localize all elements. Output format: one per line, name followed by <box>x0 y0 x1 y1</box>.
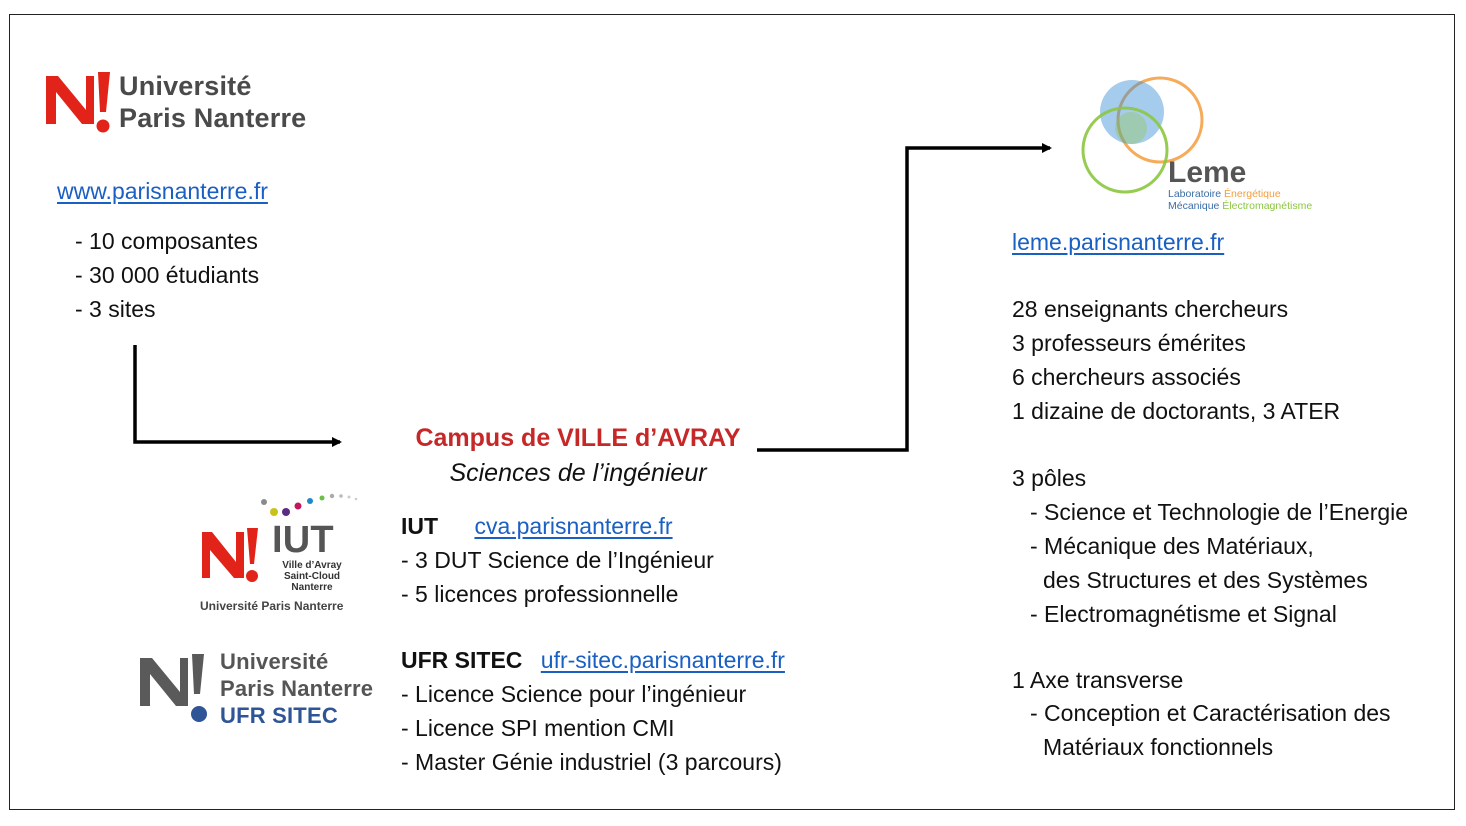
sitec-logo-line: Université <box>220 649 329 674</box>
leme-logo: Leme Laboratoire Énergétique Mécanique É… <box>1075 72 1335 217</box>
sitec-header: UFR SITEC ufr-sitec.parisnanterre.fr <box>401 643 785 677</box>
sitec-items: - Licence Science pour l’ingénieur - Lic… <box>401 677 782 779</box>
leme-pole: - Electromagnétisme et Signal <box>1030 601 1337 627</box>
campus-subtitle: Sciences de l’ingénieur <box>449 459 707 487</box>
campus-title: Campus de VILLE d’AVRAY <box>415 424 741 452</box>
iut-header: IUT cva.parisnanterre.fr <box>401 509 673 543</box>
iut-item: - 3 DUT Science de l’Ingénieur <box>401 547 714 573</box>
iut-items: - 3 DUT Science de l’Ingénieur - 5 licen… <box>401 543 714 611</box>
slide-frame <box>9 14 1455 810</box>
upn-fact: - 10 composantes <box>75 228 258 254</box>
sitec-dot-icon <box>191 706 207 722</box>
leme-staff: 28 enseignants chercheurs 3 professeurs … <box>1012 292 1340 428</box>
iut-url[interactable]: cva.parisnanterre.fr <box>474 513 673 539</box>
upn-fact: - 3 sites <box>75 296 156 322</box>
leme-logo-sub: Laboratoire <box>1168 188 1222 200</box>
iut-logo-mark: IUT <box>272 519 334 561</box>
sitec-url[interactable]: ufr-sitec.parisnanterre.fr <box>540 647 785 673</box>
iut-logo-caption: Université Paris Nanterre <box>200 599 344 613</box>
sitec-label: UFR SITEC <box>401 647 523 673</box>
upn-logo: Université Paris Nanterre <box>44 68 364 148</box>
leme-logo-name: Leme <box>1168 156 1247 189</box>
leme-poles: - Science et Technologie de l’Energie - … <box>1030 495 1408 631</box>
arrow-upn-to-campus <box>133 345 342 447</box>
iut-label: IUT <box>401 513 439 539</box>
sitec-logo: Université Paris Nanterre UFR SITEC <box>138 648 388 728</box>
sitec-item: - Licence SPI mention CMI <box>401 715 675 741</box>
leme-pole: - Science et Technologie de l’Energie <box>1030 499 1409 525</box>
leme-link[interactable]: leme.parisnanterre.fr <box>1012 225 1224 259</box>
arrow-campus-to-leme <box>757 143 1052 452</box>
sitec-logo-line: UFR SITEC <box>220 703 338 728</box>
leme-pole: - Mécanique des Matériaux, <box>1030 533 1314 559</box>
leme-url[interactable]: leme.parisnanterre.fr <box>1012 229 1225 255</box>
iut-logo-line: Ville d’Avray <box>282 560 342 571</box>
upn-link[interactable]: www.parisnanterre.fr <box>57 174 268 208</box>
iut-mark-icon <box>202 528 258 582</box>
sitec-mark-icon <box>140 654 204 706</box>
leme-pole: des Structures et des Systèmes <box>1043 567 1368 593</box>
leme-axe: - Conception et Caractérisation des Maté… <box>1030 696 1391 764</box>
leme-staff-item: 3 professeurs émérites <box>1012 330 1246 356</box>
leme-axe-item: - Conception et Caractérisation des <box>1030 700 1391 726</box>
leme-poles-title: 3 pôles <box>1012 465 1087 491</box>
upn-mark-icon <box>46 72 110 133</box>
leme-staff-item: 6 chercheurs associés <box>1012 364 1241 390</box>
leme-logo-sub: Mécanique <box>1168 200 1220 212</box>
upn-logo-line-1: Université <box>119 71 252 101</box>
sitec-logo-line: Paris Nanterre <box>220 676 374 701</box>
sitec-item: - Master Génie industriel (3 parcours) <box>401 749 782 775</box>
iut-logo-line: Saint-Cloud <box>283 571 341 582</box>
iut-logo: IUT Ville d’Avray Saint-Cloud Nanterre U… <box>196 492 376 617</box>
leme-staff-item: 28 enseignants chercheurs <box>1012 296 1289 322</box>
upn-fact: - 30 000 étudiants <box>75 262 260 288</box>
leme-staff-item: 1 dizaine de doctorants, 3 ATER <box>1012 398 1341 424</box>
iut-item: - 5 licences professionnelle <box>401 581 679 607</box>
upn-facts: - 10 composantes - 30 000 étudiants - 3 … <box>75 224 259 326</box>
leme-axe-item: Matériaux fonctionnels <box>1043 734 1274 760</box>
iut-dots-icon <box>261 493 358 516</box>
leme-circles-icon <box>1081 76 1204 194</box>
upn-url[interactable]: www.parisnanterre.fr <box>57 178 268 204</box>
leme-logo-sub: Énergétique <box>1224 188 1281 200</box>
sitec-item: - Licence Science pour l’ingénieur <box>401 681 747 707</box>
iut-logo-line: Nanterre <box>291 582 333 593</box>
leme-logo-sub: Électromagnétisme <box>1222 200 1313 212</box>
upn-logo-line-2: Paris Nanterre <box>119 103 307 133</box>
leme-axe-title: 1 Axe transverse <box>1012 667 1184 693</box>
